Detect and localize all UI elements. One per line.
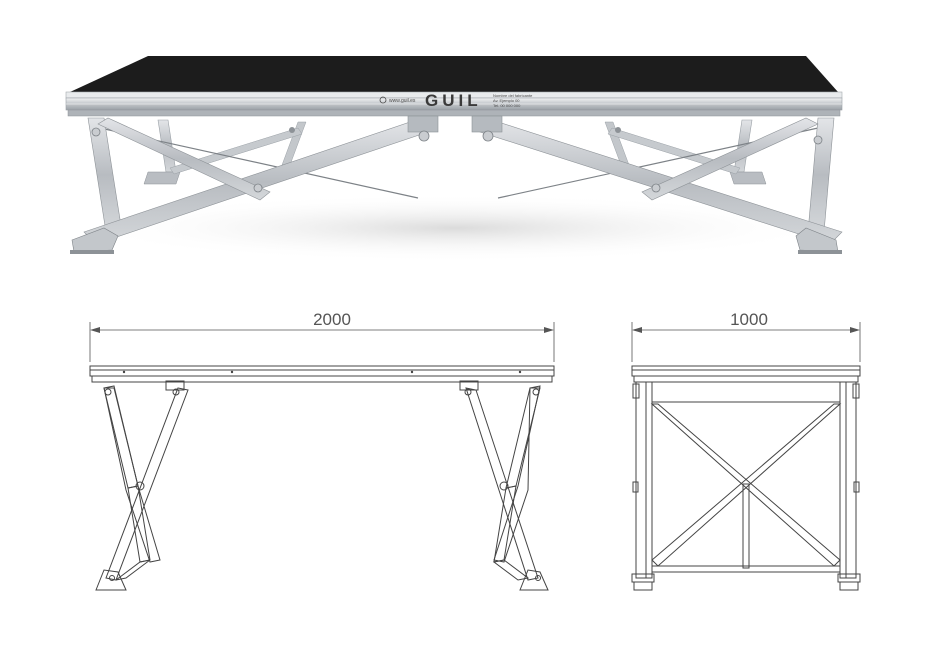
website-text: www.guil.es <box>389 98 416 104</box>
back-legs <box>99 119 819 199</box>
fine-print-1: Nombre del fabricante <box>493 93 533 98</box>
deck-surface <box>70 56 838 92</box>
side-dimension: 2000 <box>89 310 555 362</box>
side-dimension-label: 2000 <box>313 310 351 329</box>
floor-shadow <box>75 194 835 262</box>
end-dimension-label: 1000 <box>730 310 768 329</box>
brand-logo: GUIL <box>425 91 482 110</box>
website-icon <box>379 96 387 104</box>
end-view-drawing: 1000 <box>631 310 861 591</box>
deck-frame: www.guil.es GUIL Nombre del fabricante A… <box>65 91 843 117</box>
end-dimension: 1000 <box>631 310 861 362</box>
fine-print-3: Tel. 00 000 000 <box>493 103 521 108</box>
stage-photo: www.guil.es GUIL Nombre del fabricante A… <box>65 56 843 262</box>
front-legs <box>70 115 843 254</box>
side-view-drawing: 2000 <box>89 310 555 591</box>
fine-print-2: Av. Ejemplo 00 <box>493 98 520 103</box>
